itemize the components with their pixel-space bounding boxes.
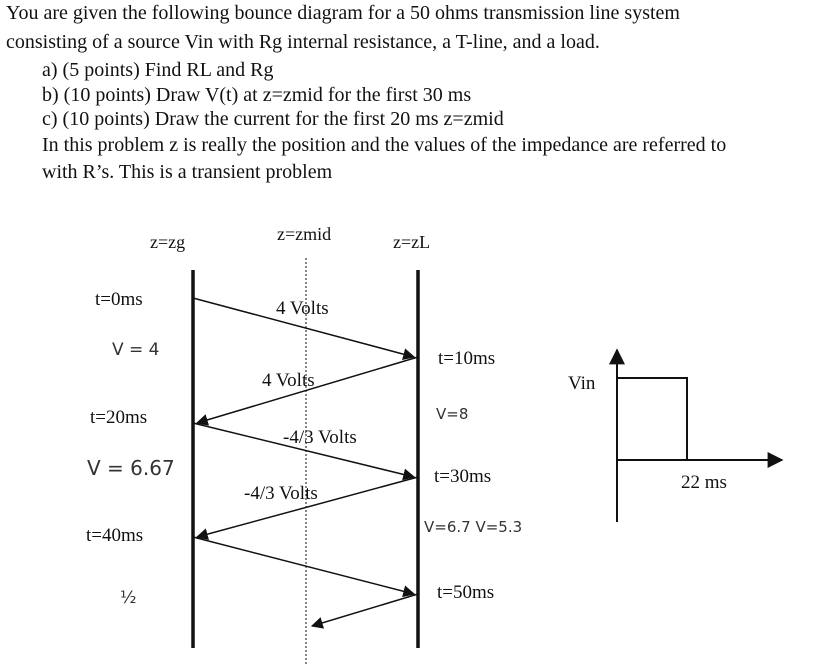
wave-arrow-3 xyxy=(192,422,416,481)
problem-intro-line-1: You are given the following bounce diagr… xyxy=(6,2,680,24)
problem-part-b: b) (10 points) Draw V(t) at z=zmid for t… xyxy=(42,84,472,106)
wave-label-2: 4 Volts xyxy=(262,370,315,391)
handwritten-v-6-67: V = 6.67 xyxy=(87,456,175,480)
wave-arrow-5 xyxy=(192,536,416,598)
handwritten-v-6-7-5-3: V=6.7 V=5.3 xyxy=(424,518,523,536)
label-zg: z=zg xyxy=(150,232,185,252)
label-zl: z=zL xyxy=(393,232,430,252)
handwritten-left-3: ½ xyxy=(120,588,137,608)
handwritten-v-4: V = 4 xyxy=(112,340,160,360)
problem-part-a: a) (5 points) Find RL and Rg xyxy=(42,59,274,81)
problem-note-line-1: In this problem z is really the position… xyxy=(42,134,727,156)
wave-arrow-6 xyxy=(310,593,419,629)
time-right-0: t=10ms xyxy=(438,348,495,369)
vin-x-label: 22 ms xyxy=(681,472,727,493)
time-left-2: t=40ms xyxy=(86,525,143,546)
wave-arrow-2 xyxy=(195,356,419,426)
wave-label-3: -4/3 Volts xyxy=(283,427,357,448)
wave-label-1: 4 Volts xyxy=(276,298,329,319)
problem-intro-line-2: consisting of a source Vin with Rg inter… xyxy=(6,31,600,53)
time-left-1: t=20ms xyxy=(90,407,147,428)
label-zmid: z=zmid xyxy=(277,224,331,244)
vin-y-label: Vin xyxy=(568,373,596,394)
problem-part-c: c) (10 points) Draw the current for the … xyxy=(42,108,504,130)
wave-arrow-4 xyxy=(195,476,419,540)
wave-label-4: -4/3 Volts xyxy=(244,483,318,504)
handwritten-v-8: V=8 xyxy=(436,405,469,423)
time-left-0: t=0ms xyxy=(95,289,143,310)
vin-pulse xyxy=(616,377,688,461)
wave-arrow-1 xyxy=(192,297,416,361)
problem-note-line-2: with R’s. This is a transient problem xyxy=(42,161,333,183)
time-right-2: t=50ms xyxy=(437,582,494,603)
time-right-1: t=30ms xyxy=(434,466,491,487)
